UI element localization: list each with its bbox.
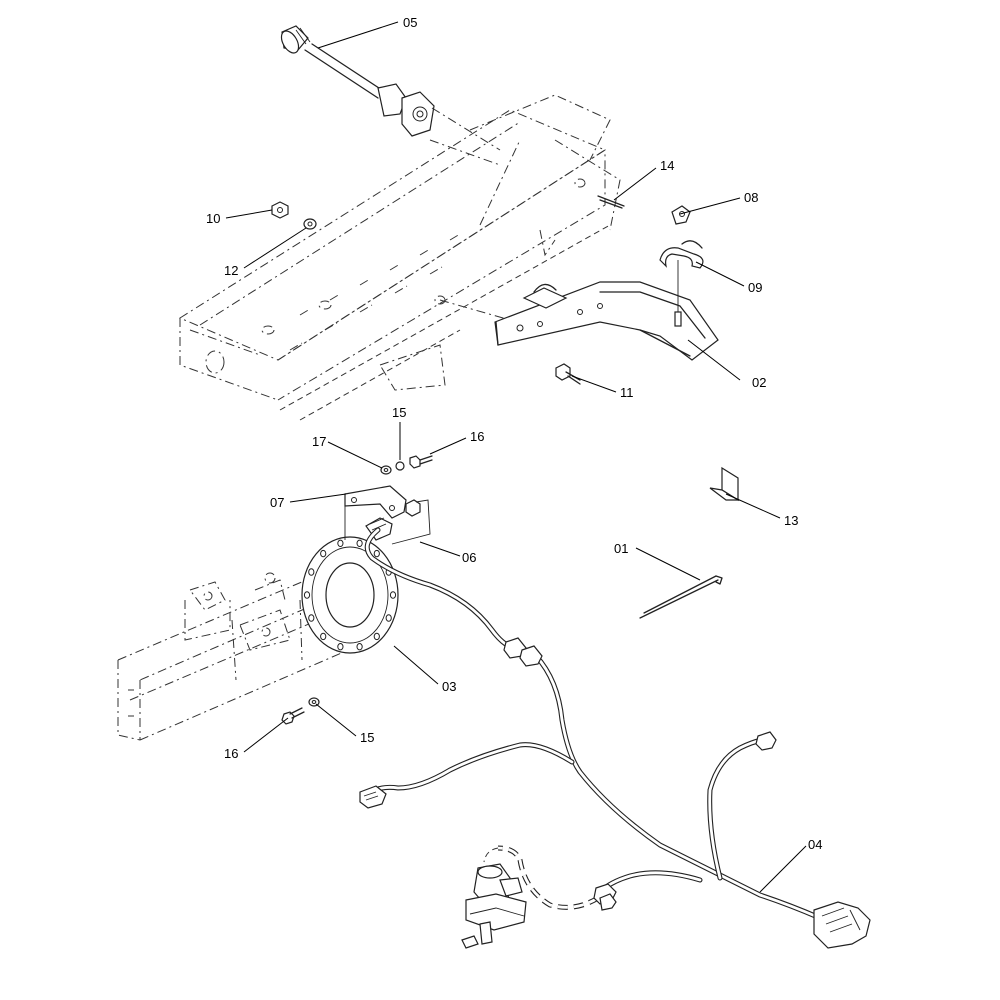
- flange-bolt-hole: [337, 539, 344, 547]
- callout-09: 09: [748, 280, 762, 295]
- flange-bolt-hole: [308, 614, 315, 622]
- screw-16-lower: [281, 707, 305, 725]
- flange-bolt-hole: [308, 568, 315, 576]
- callout-14: 14: [660, 158, 674, 173]
- cable-tie-01: [639, 575, 723, 619]
- support-bracket-02: [494, 281, 719, 361]
- callout-11: 11: [620, 385, 634, 400]
- flange-bolt-hole: [389, 591, 397, 599]
- clamp-09: [659, 240, 704, 327]
- callout-labels: 05 14 08 09 10 12 11 02 15 16 17 07 13 0…: [206, 15, 822, 852]
- flange-bolt-hole: [385, 614, 392, 622]
- sensor-bracket-07: [344, 485, 407, 540]
- callout-15-lower: 15: [360, 730, 374, 745]
- callout-12: 12: [224, 263, 238, 278]
- flange-03: [301, 536, 399, 654]
- bolt-11: [555, 363, 581, 385]
- callout-16-lower: 16: [224, 746, 238, 761]
- callout-08: 08: [744, 190, 758, 205]
- cable-assembly-05: [280, 25, 501, 151]
- upper-frame-beam: [178, 94, 621, 421]
- washer-12: [303, 218, 317, 230]
- leader-lines: [225, 21, 807, 893]
- flange-bolt-hole: [373, 632, 380, 641]
- callout-17: 17: [312, 434, 326, 449]
- callout-03: 03: [442, 679, 456, 694]
- callout-16-upper: 16: [470, 429, 484, 444]
- nut-10: [271, 201, 289, 219]
- flange-bolt-hole: [356, 643, 363, 651]
- flange-bolt-hole: [337, 643, 344, 651]
- callout-02: 02: [752, 375, 766, 390]
- flange-bolt-hole: [303, 591, 311, 599]
- washer-15-upper: [395, 461, 405, 471]
- flange-bolt-hole: [356, 539, 363, 547]
- callout-13: 13: [784, 513, 798, 528]
- pump-unit: [461, 847, 527, 949]
- pin-14: [597, 195, 625, 209]
- callout-06: 06: [462, 550, 476, 565]
- callout-07: 07: [270, 495, 284, 510]
- callout-05: 05: [403, 15, 417, 30]
- bracket-13: [709, 466, 741, 502]
- flange-bolt-hole: [320, 549, 327, 558]
- wiring-harness-04: [359, 527, 871, 949]
- flange-bolt-hole: [320, 632, 327, 641]
- callout-10: 10: [206, 211, 220, 226]
- flange-bolt-hole: [373, 549, 380, 558]
- callout-04: 04: [808, 837, 822, 852]
- washer-17: [380, 465, 392, 475]
- callout-15-upper: 15: [392, 405, 406, 420]
- clip-08: [671, 205, 691, 225]
- callout-01: 01: [614, 541, 628, 556]
- screw-16-upper: [409, 455, 433, 469]
